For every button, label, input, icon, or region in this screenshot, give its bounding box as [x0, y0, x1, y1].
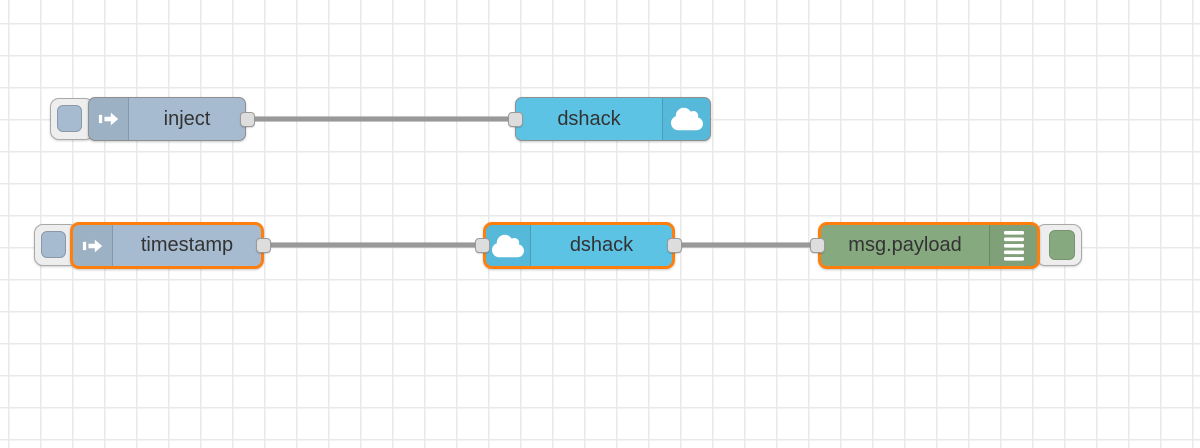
node-label: msg.payload [848, 234, 962, 256]
node-timestamp[interactable]: timestamp [70, 222, 264, 269]
inject-button-capsule [50, 98, 94, 140]
input-port[interactable] [475, 238, 490, 253]
node-debug-msg-payload[interactable]: msg.payload [818, 222, 1040, 269]
input-port[interactable] [810, 238, 825, 253]
inject-trigger-button[interactable] [57, 105, 82, 132]
output-port[interactable] [256, 238, 271, 253]
node-label: dshack [557, 107, 621, 130]
inject-arrow-icon [73, 225, 113, 266]
inject-trigger-button[interactable] [41, 231, 66, 258]
node-label: timestamp [140, 234, 234, 256]
node-dshack-bottom[interactable]: dshack [483, 222, 675, 269]
wire[interactable] [263, 243, 484, 247]
node-label: dshack [569, 234, 634, 256]
debug-toggle-capsule [1036, 224, 1082, 266]
node-inject[interactable]: inject [88, 97, 246, 141]
wire[interactable] [247, 117, 516, 121]
inject-arrow-icon [89, 98, 129, 140]
output-port[interactable] [240, 112, 255, 127]
node-label: inject [163, 107, 211, 130]
debug-lines-icon [989, 225, 1037, 266]
node-dshack-top[interactable]: dshack [515, 97, 711, 141]
debug-toggle-button[interactable] [1049, 230, 1075, 260]
cloud-icon [662, 98, 710, 140]
cloud-icon [486, 225, 531, 266]
wire[interactable] [674, 243, 819, 247]
output-port[interactable] [667, 238, 682, 253]
input-port[interactable] [508, 112, 523, 127]
